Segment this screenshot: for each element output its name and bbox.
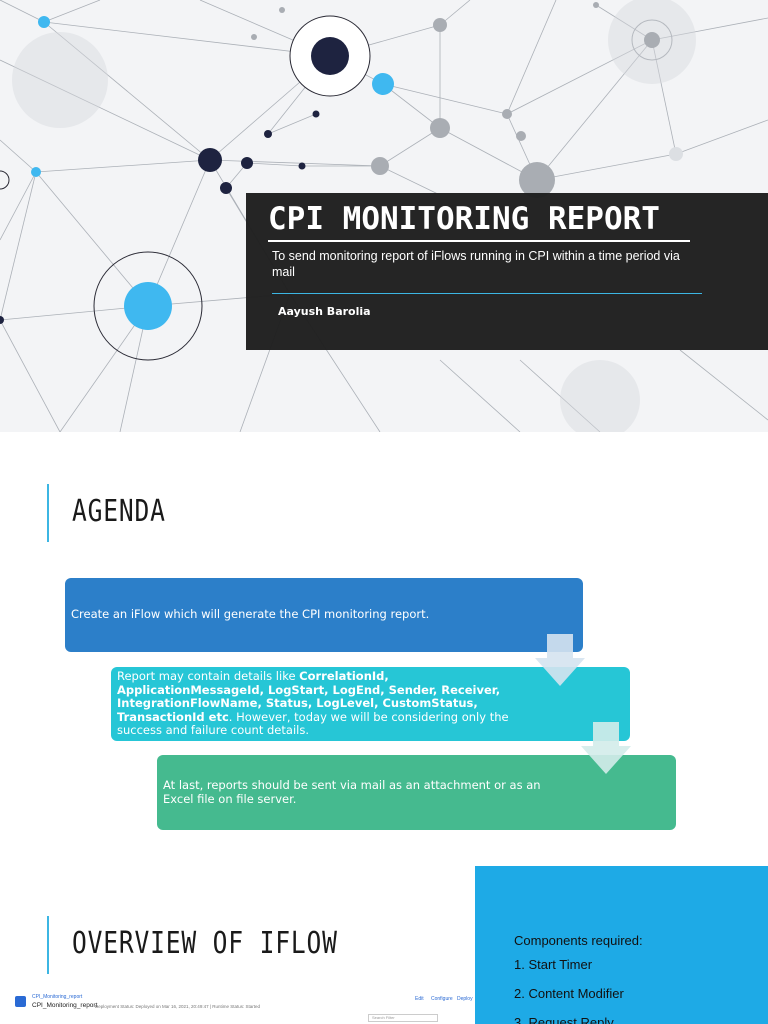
agenda-heading: AGENDA	[72, 494, 166, 529]
author-name: Aayush Barolia	[278, 305, 371, 318]
agenda-step-3-text: At last, reports should be sent via mail…	[163, 778, 541, 806]
iflow-screenshot: CPI_Monitoring_report CPI_Monitoring_rep…	[10, 992, 475, 1024]
presentation-subtitle: To send monitoring report of iFlows runn…	[272, 249, 680, 279]
heading-accent-bar	[47, 484, 49, 542]
network-background-graphic	[0, 0, 768, 432]
agenda-step-2-intro: Report may contain details like	[117, 669, 300, 684]
search-filter-input[interactable]: Search Filter	[368, 1014, 438, 1022]
components-list: 1. Start Timer 2. Content Modifier 3. Re…	[514, 950, 624, 1024]
heading-accent-bar	[47, 916, 49, 974]
agenda-step-3: At last, reports should be sent via mail…	[157, 755, 676, 830]
configure-link[interactable]: Configure	[431, 996, 453, 1002]
agenda-step-1: Create an iFlow which will generate the …	[65, 578, 583, 652]
agenda-step-1-text: Create an iFlow which will generate the …	[71, 607, 430, 622]
component-item: 2. Content Modifier	[514, 986, 624, 1001]
agenda-step-2-text: Report may contain details like Correlat…	[117, 670, 537, 738]
agenda-step-2-outro: . However, today we will be considering …	[117, 709, 509, 738]
edit-link[interactable]: Edit	[415, 996, 424, 1002]
components-title: Components required:	[514, 933, 643, 948]
integration-suite-logo-icon	[15, 996, 26, 1007]
down-arrow-icon	[581, 722, 631, 774]
iflow-toolbar	[65, 1014, 365, 1020]
agenda-step-2-fields: CorrelationId, ApplicationMessageId, Log…	[117, 669, 501, 724]
iflow-name: CPI_Monitoring_report	[32, 1002, 98, 1009]
accent-divider	[272, 293, 702, 294]
overview-slide: OVERVIEW OF IFLOW Components required: 1…	[0, 864, 768, 1024]
down-arrow-icon	[535, 634, 585, 686]
agenda-step-2: Report may contain details like Correlat…	[111, 667, 630, 741]
title-slide: CPI MONITORING REPORT To send monitoring…	[0, 0, 768, 432]
iflow-breadcrumb: CPI_Monitoring_report	[32, 994, 83, 1000]
component-item: 3. Request Reply	[514, 1015, 614, 1024]
agenda-slide: AGENDA Create an iFlow which will genera…	[0, 432, 768, 864]
components-panel: Components required: 1. Start Timer 2. C…	[475, 866, 768, 1024]
title-underline	[268, 240, 690, 242]
title-panel: CPI MONITORING REPORT To send monitoring…	[246, 193, 768, 350]
component-item: 1. Start Timer	[514, 957, 593, 972]
deploy-link[interactable]: Deploy	[457, 996, 473, 1002]
overview-heading: OVERVIEW OF IFLOW	[72, 926, 338, 961]
deployment-status: Deployment Status: Deployed on Mar 16, 2…	[95, 1004, 261, 1009]
presentation-title: CPI MONITORING REPORT	[268, 201, 660, 237]
